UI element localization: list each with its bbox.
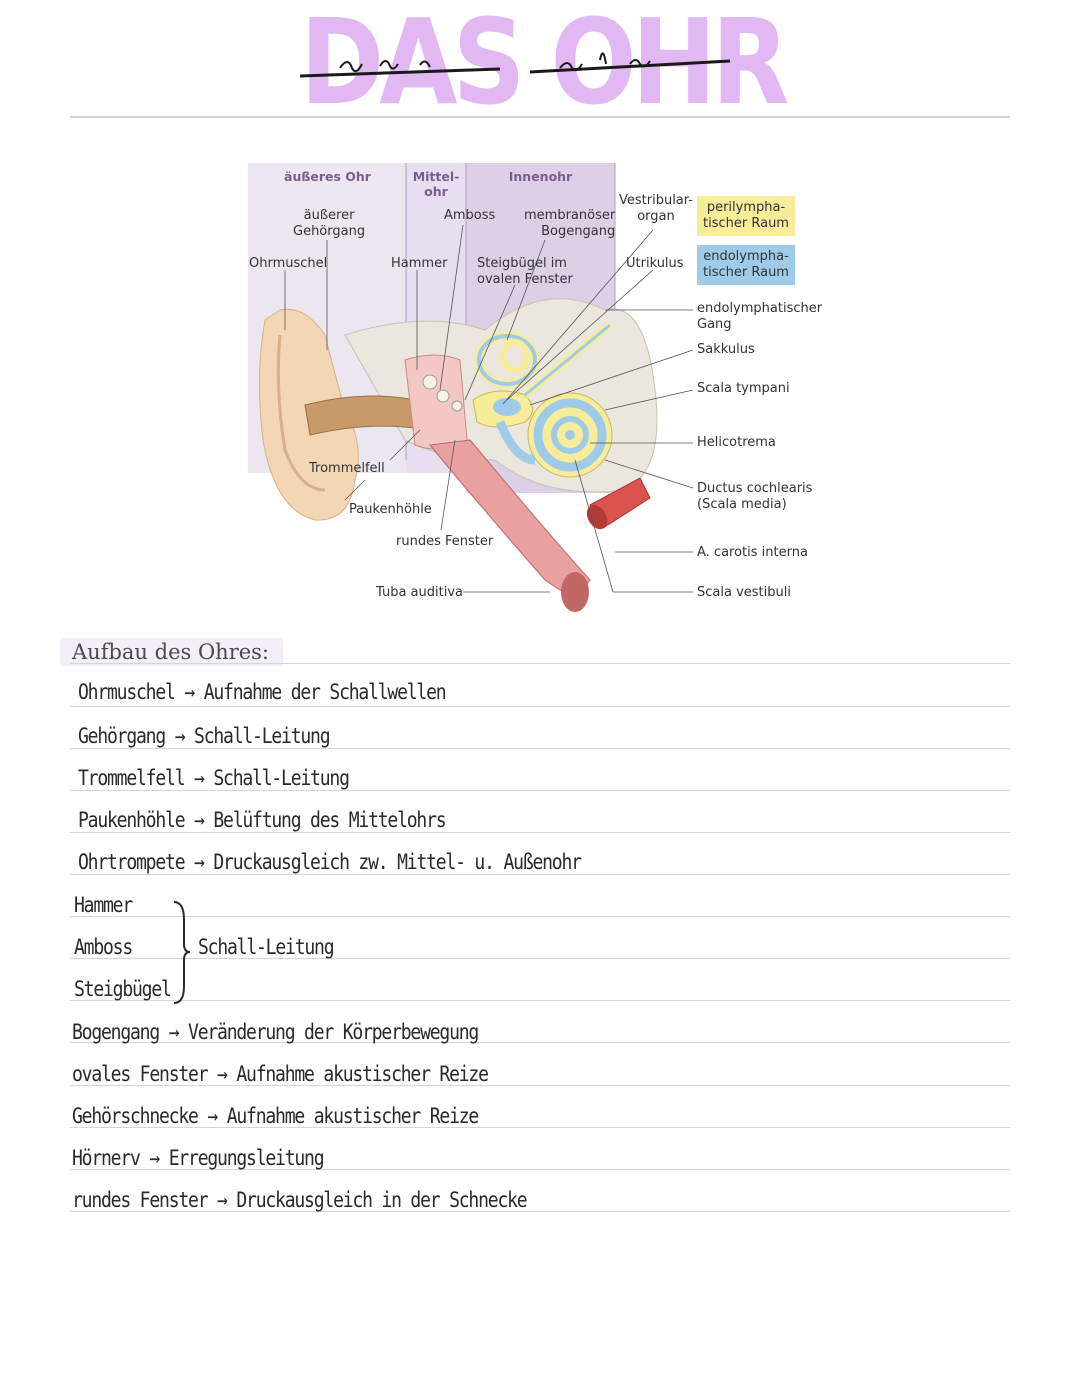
- header-outer-ear: äußeres Ohr: [265, 169, 390, 184]
- legend-endolymph: endolympha- tischer Raum: [697, 245, 795, 285]
- note-row: Bogengang → Veränderung der Körperbewegu…: [72, 1020, 478, 1044]
- header-middle-ear: Mittel- ohr: [406, 169, 466, 199]
- rule-line: [70, 916, 1010, 917]
- label-tuba: Tuba auditiva: [376, 585, 463, 601]
- rule-line: [70, 748, 1010, 749]
- note-row: Trommelfell → Schall-Leitung: [78, 766, 349, 790]
- label-ohrmuschel: Ohrmuschel: [249, 256, 327, 272]
- note-row: Ohrmuschel → Aufnahme der Schallwellen: [78, 680, 445, 704]
- label-steigbuegel: Steigbügel im ovalen Fenster: [477, 256, 573, 288]
- label-carotis: A. carotis interna: [697, 545, 808, 561]
- label-ductus: Ductus cochlearis (Scala media): [697, 481, 812, 513]
- note-row: Gehörschnecke → Aufnahme akustischer Rei…: [72, 1104, 478, 1128]
- note-row: ovales Fenster → Aufnahme akustischer Re…: [72, 1062, 488, 1086]
- label-trommelfell: Trommelfell: [309, 461, 385, 477]
- label-amboss: Amboss: [444, 208, 495, 224]
- rule-line: [70, 1000, 1010, 1001]
- rule-line: [70, 874, 1010, 875]
- note-row: Gehörgang → Schall-Leitung: [78, 724, 329, 748]
- note-row: rundes Fenster → Druckausgleich in der S…: [72, 1188, 526, 1212]
- note-row: Steigbügel: [74, 977, 171, 1001]
- legend-perilymph: perilympha- tischer Raum: [697, 196, 795, 236]
- label-endolymph-gang: endolymphatischer Gang: [697, 301, 822, 333]
- page-title: DAS OHR: [300, 0, 760, 125]
- rule-line: [70, 663, 1010, 664]
- title-script-overlay: [300, 38, 760, 88]
- label-utrikulus: Utrikulus: [626, 256, 684, 272]
- note-row: Hammer: [74, 893, 132, 917]
- rule-line: [70, 832, 1010, 833]
- ossicle-group-label: Schall-Leitung: [198, 935, 333, 959]
- rule-line: [70, 706, 1010, 707]
- ear-anatomy-diagram: äußeres Ohr Mittel- ohr Innenohr äußerer…: [245, 160, 835, 620]
- note-row: Ohrtrompete → Druckausgleich zw. Mittel-…: [78, 850, 581, 874]
- label-scala-vestibuli: Scala vestibuli: [697, 585, 791, 601]
- label-sakkulus: Sakkulus: [697, 342, 755, 358]
- note-row: Hörnerv → Erregungsleitung: [72, 1146, 323, 1170]
- note-row: Paukenhöhle → Belüftung des Mittelohrs: [78, 808, 445, 832]
- label-hammer: Hammer: [391, 256, 447, 272]
- note-row: Amboss: [74, 935, 132, 959]
- header-inner-ear: Innenohr: [466, 169, 615, 184]
- notes-heading: Aufbau des Ohres:: [60, 638, 283, 666]
- label-gehoergang: äußerer Gehörgang: [293, 208, 365, 240]
- ossicle-group-brace: [172, 900, 192, 1005]
- label-helicotrema: Helicotrema: [697, 435, 776, 451]
- label-vestibular: Vestribular- organ: [619, 193, 693, 225]
- label-scala-tympani: Scala tympani: [697, 381, 790, 397]
- label-bogengang: membranöser Bogengang: [524, 208, 615, 240]
- rule-line: [70, 790, 1010, 791]
- label-paukenhoehle: Paukenhöhle: [349, 502, 432, 518]
- label-rundes-fenster: rundes Fenster: [396, 534, 493, 550]
- title-divider: [70, 116, 1010, 118]
